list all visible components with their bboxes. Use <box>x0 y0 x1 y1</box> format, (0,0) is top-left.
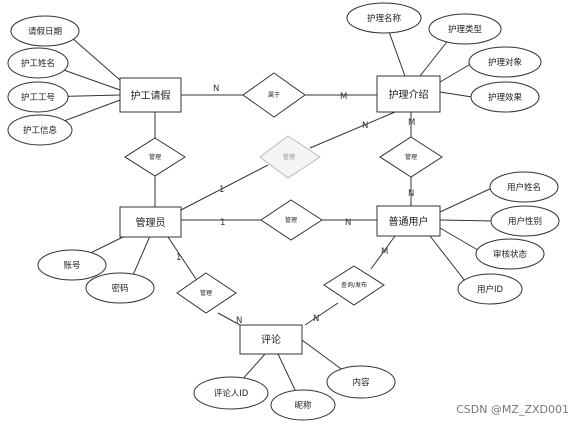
attr-care-effect: 护理效果 <box>470 81 540 113</box>
attr-review-status-label: 审核状态 <box>493 249 528 260</box>
card-faded-intro: N <box>362 121 368 131</box>
attr-account: 账号 <box>37 249 107 281</box>
attr-care-type-label: 护理类型 <box>448 24 483 35</box>
attr-worker-no: 护工工号 <box>7 81 69 113</box>
relationship-manage-leave-label: 管理 <box>149 153 161 161</box>
attr-care-target-label: 护理对象 <box>488 57 523 68</box>
attr-care-effect-label: 护理效果 <box>488 92 523 103</box>
attr-care-target: 护理对象 <box>468 46 542 78</box>
attr-worker-info-label: 护工信息 <box>23 125 58 136</box>
entity-nursing-leave-label: 护工请假 <box>131 89 171 102</box>
relationship-manage-admin-user: 管理 <box>260 199 323 241</box>
attr-care-type: 护理类型 <box>428 13 502 45</box>
entity-admin-label: 管理员 <box>136 216 166 229</box>
relationship-manage-intro-user: 管理 <box>379 136 443 178</box>
attr-worker-name-label: 护工姓名 <box>21 58 55 69</box>
relationship-belongs: 属于 <box>242 72 306 118</box>
relationship-belongs-label: 属于 <box>268 92 280 99</box>
entity-user: 普通用户 <box>376 205 441 237</box>
attr-nickname: 昵称 <box>270 389 336 421</box>
attr-review-status: 审核状态 <box>475 238 545 270</box>
attr-account-label: 账号 <box>63 261 80 271</box>
attr-nickname-label: 昵称 <box>294 400 312 411</box>
card-rel-user2: N <box>345 218 351 228</box>
entity-admin: 管理员 <box>119 206 182 238</box>
relationship-manage-admin-user-label: 管理 <box>285 216 297 224</box>
relationship-manage-leave: 管理 <box>124 137 186 177</box>
attr-user-gender: 用户性别 <box>490 205 560 237</box>
card-belongs-intro: M <box>340 92 347 102</box>
attr-password: 密码 <box>85 272 155 304</box>
relationship-manage-faded-label: 管理 <box>283 153 295 161</box>
watermark: CSDN @MZ_ZXD001 <box>456 403 569 416</box>
attr-commenter-id: 评论人ID <box>193 376 269 410</box>
relationship-manage-intro-user-label: 管理 <box>405 153 417 161</box>
card-admin-rel: 1 <box>220 218 225 228</box>
entity-comment-label: 评论 <box>261 333 281 346</box>
relationship-query-publish: 查询/发布 <box>323 265 385 306</box>
entity-nursing-intro-label: 护理介绍 <box>389 88 429 101</box>
card-qp-user: M <box>381 247 388 257</box>
attr-user-name-label: 用户姓名 <box>507 182 541 193</box>
attr-care-name: 护理名称 <box>346 2 422 34</box>
entity-comment: 评论 <box>239 324 303 355</box>
relationship-manage-comment: 管理 <box>176 272 237 314</box>
attr-user-name: 用户姓名 <box>489 171 559 203</box>
card-intro-rel: M <box>408 118 415 128</box>
attr-user-gender-label: 用户性别 <box>508 216 542 227</box>
card-leave-belongs: N <box>213 84 219 94</box>
relationship-manage-comment-label: 管理 <box>200 289 212 297</box>
entity-user-label: 普通用户 <box>389 215 429 228</box>
attr-password-label: 密码 <box>111 283 128 294</box>
attr-commenter-id-label: 评论人ID <box>214 388 249 399</box>
card-cm-comment: N <box>236 316 242 326</box>
relationship-manage-faded: 管理 <box>259 135 321 179</box>
attr-worker-no-label: 护工工号 <box>21 92 55 103</box>
attr-leave-date-label: 请假日期 <box>28 26 62 37</box>
card-admin-cm: 1 <box>176 253 181 263</box>
attr-content-label: 内容 <box>352 377 370 388</box>
attr-worker-name: 护工姓名 <box>7 47 69 79</box>
attr-leave-date: 请假日期 <box>10 15 80 47</box>
relationship-query-publish-label: 查询/发布 <box>341 281 367 289</box>
attr-content: 内容 <box>326 365 396 399</box>
card-rel-user: N <box>408 189 414 199</box>
card-admin-faded: 1 <box>219 185 224 195</box>
attr-user-id-label: 用户ID <box>477 284 504 295</box>
attr-care-name-label: 护理名称 <box>367 13 402 24</box>
attr-worker-info: 护工信息 <box>7 114 73 146</box>
entity-nursing-intro: 护理介绍 <box>376 75 441 113</box>
card-comment-qp: N <box>313 314 319 324</box>
attr-user-id: 用户ID <box>457 273 523 305</box>
entity-nursing-leave: 护工请假 <box>119 77 182 113</box>
cardinality-labels: N M 1 N M N 1 N 1 N N M <box>176 84 415 326</box>
